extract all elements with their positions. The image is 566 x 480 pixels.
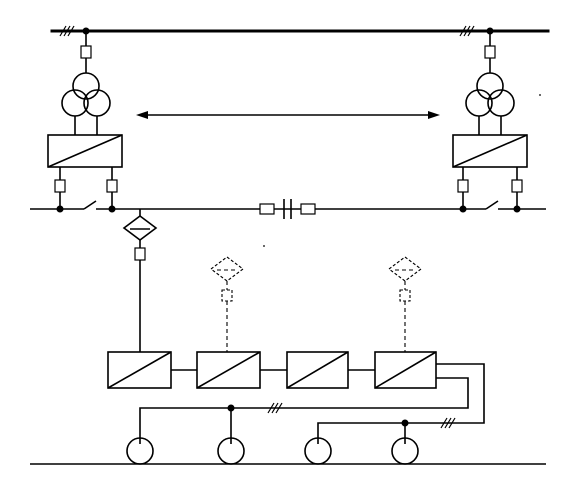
optional-unit-1 bbox=[210, 256, 244, 352]
left-breaker-top bbox=[80, 45, 92, 59]
left-substation bbox=[47, 31, 123, 209]
top-supply-line bbox=[50, 25, 550, 37]
right-converter bbox=[452, 134, 528, 168]
speck-mark bbox=[539, 94, 541, 96]
right-transformer-symbol bbox=[465, 72, 515, 117]
feeder-breaker bbox=[134, 247, 146, 261]
left-bus-switch bbox=[83, 200, 97, 210]
double-arrow bbox=[136, 111, 440, 119]
left-converter bbox=[47, 134, 123, 168]
left-breaker-a bbox=[54, 179, 66, 193]
right-substation bbox=[452, 31, 528, 209]
right-bus-switch bbox=[485, 200, 499, 210]
bus-sectionalizer bbox=[259, 199, 316, 219]
right-breaker-top bbox=[484, 45, 496, 59]
feeder-unit bbox=[122, 209, 158, 352]
motors bbox=[126, 437, 419, 465]
left-breaker-b bbox=[106, 179, 118, 193]
right-breaker-b bbox=[511, 179, 523, 193]
speck-mark-2 bbox=[263, 245, 265, 247]
converter-4 bbox=[374, 351, 437, 389]
left-transformer-symbol bbox=[61, 72, 111, 117]
converter-1 bbox=[107, 351, 172, 389]
right-breaker-a bbox=[457, 179, 469, 193]
dc-bus bbox=[30, 200, 546, 213]
converter-2 bbox=[196, 351, 261, 389]
optional-unit-2 bbox=[388, 256, 422, 352]
converter-chain bbox=[107, 351, 437, 389]
converter-3 bbox=[286, 351, 349, 389]
rectifier-diamond bbox=[122, 215, 158, 241]
